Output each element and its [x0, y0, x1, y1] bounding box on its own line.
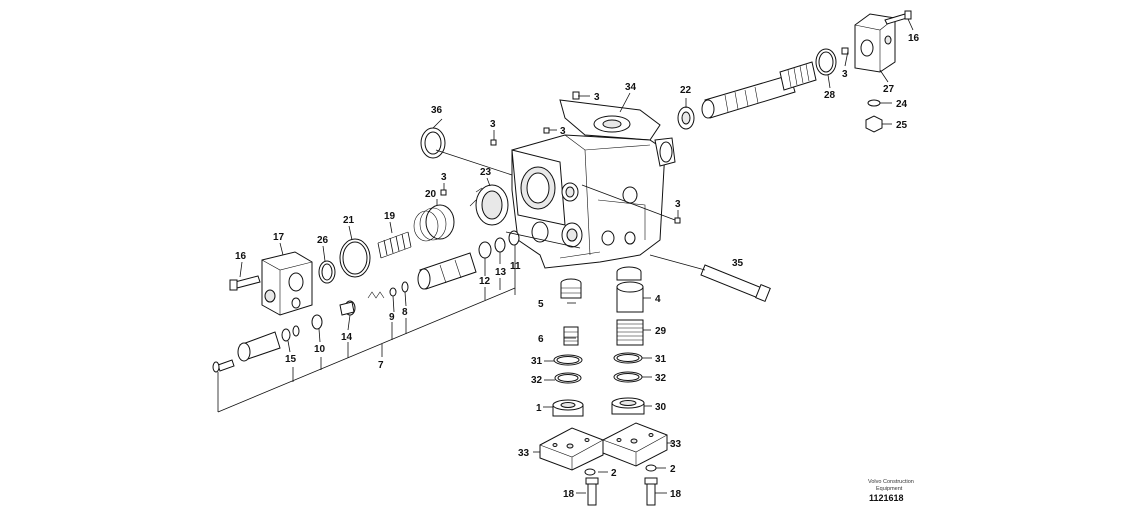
label-35: 35 [732, 258, 744, 269]
long-bolt-35 [700, 264, 771, 303]
label-20: 20 [425, 189, 437, 200]
label-32: 32 [655, 373, 667, 384]
label-26: 26 [317, 235, 329, 246]
label-17: 17 [273, 232, 285, 243]
label-31: 31 [531, 356, 543, 367]
label-11: 11 [510, 261, 521, 272]
label-22: 22 [680, 85, 692, 96]
label-2: 2 [611, 468, 617, 479]
valve-body [511, 99, 676, 269]
drawing-number: 1121618 [869, 493, 904, 503]
label-12: 12 [479, 276, 491, 287]
label-33: 33 [670, 439, 682, 450]
label-31: 31 [655, 354, 667, 365]
label-14: 14 [341, 332, 353, 343]
label-5: 5 [538, 299, 544, 310]
label-3: 3 [441, 172, 447, 183]
label-36: 36 [431, 105, 443, 116]
drawing-caption: Volvo Construction Equipment 1121618 [868, 479, 914, 503]
label-27: 27 [883, 84, 895, 95]
label-29: 29 [655, 326, 667, 337]
label-10: 10 [314, 344, 326, 355]
label-8: 8 [402, 307, 408, 318]
label-3: 3 [560, 126, 566, 137]
label-2: 2 [670, 464, 676, 475]
caption-equipment: Equipment [876, 486, 903, 492]
label-3: 3 [842, 69, 848, 80]
label-21: 21 [343, 215, 355, 226]
label-3: 3 [675, 199, 681, 210]
label-19: 19 [384, 211, 396, 222]
label-9: 9 [389, 312, 395, 323]
label-30: 30 [655, 402, 667, 413]
label-6: 6 [538, 334, 544, 345]
label-18: 18 [670, 489, 682, 500]
part-labels: 3 3 3 3 3 3 34 22 28 16 27 24 25 36 23 2… [235, 33, 920, 500]
spool-assembly-left [212, 127, 520, 373]
label-3: 3 [594, 92, 600, 103]
leader-lines [217, 18, 914, 494]
label-18: 18 [563, 489, 575, 500]
label-32: 32 [531, 375, 543, 386]
label-34: 34 [625, 82, 637, 93]
label-16: 16 [908, 33, 920, 44]
label-3: 3 [490, 119, 496, 130]
label-33: 33 [518, 448, 530, 459]
label-23: 23 [480, 167, 492, 178]
label-4: 4 [655, 294, 661, 305]
label-15: 15 [285, 354, 297, 365]
label-16: 16 [235, 251, 247, 262]
label-24: 24 [896, 99, 908, 110]
spool-assembly-right [677, 10, 912, 133]
label-25: 25 [896, 120, 908, 131]
label-13: 13 [495, 267, 507, 278]
caption-company: Volvo Construction [868, 479, 914, 485]
label-28: 28 [824, 90, 836, 101]
bottom-assemblies [440, 91, 681, 506]
label-1: 1 [536, 403, 542, 414]
label-7: 7 [378, 360, 384, 371]
